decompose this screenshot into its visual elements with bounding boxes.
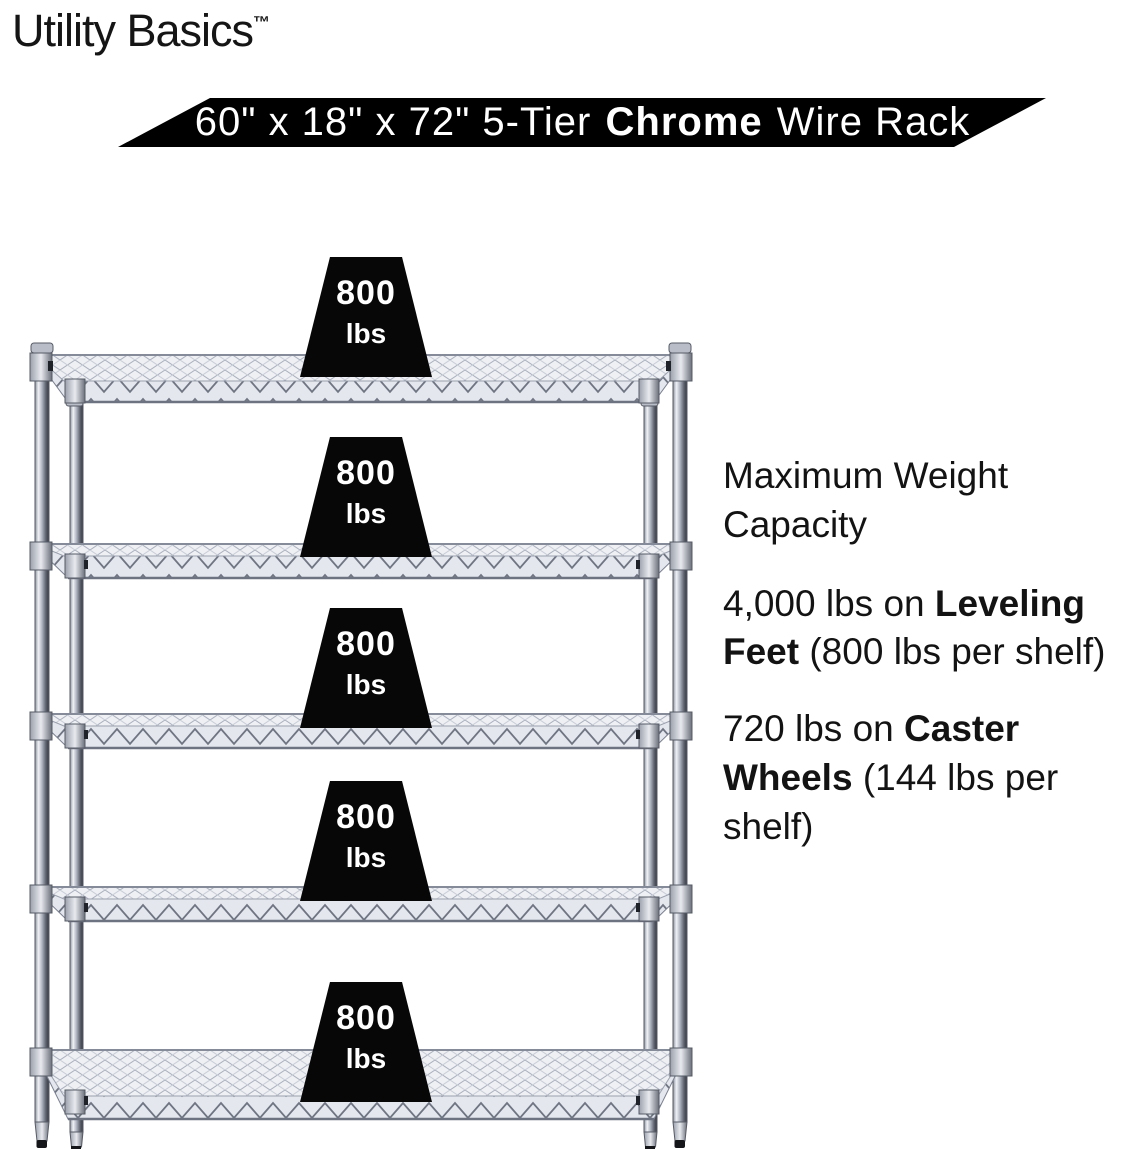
leveling-bold: Leveling Feet [723, 582, 1085, 673]
capacity-info: Maximum Weight Capacity 4,000 lbs on Lev… [723, 452, 1123, 880]
leveling-feet [34, 1121, 688, 1149]
caster-suffix: (144 lbs per shelf) [723, 757, 1059, 847]
banner-text: 60" x 18" x 72" 5-Tier Chrome Wire Rack [195, 100, 970, 145]
weight-unit: lbs [345, 842, 387, 873]
weight-unit: lbs [345, 498, 387, 529]
brand-logo: Utility Basics™ [12, 6, 270, 56]
weight-unit: lbs [345, 1043, 387, 1074]
shelf-4 [33, 886, 689, 923]
leveling-suffix: (800 lbs per shelf) [799, 631, 1106, 673]
capacity-heading: Maximum Weight Capacity [723, 455, 1009, 545]
weight-value: 800 [336, 625, 396, 663]
banner-text-prefix: 60" x 18" x 72" 5-Tier [194, 100, 604, 144]
banner-text-suffix: Wire Rack [764, 100, 971, 144]
weight-value: 800 [336, 999, 396, 1037]
leveling-prefix: 4,000 lbs on [723, 582, 935, 624]
caster-bold: Caster Wheels [723, 708, 1020, 799]
title-banner: 60" x 18" x 72" 5-Tier Chrome Wire Rack [118, 98, 1046, 147]
banner-text-highlight: Chrome [605, 100, 763, 144]
shelf-collars [29, 352, 693, 1115]
leveling-feet-capacity: 4,000 lbs on Leveling Feet (800 lbs per … [723, 580, 1123, 678]
trademark-symbol: ™ [253, 13, 271, 32]
weight-value: 800 [336, 798, 396, 836]
brand-name: Utility Basics [12, 5, 254, 56]
weight-unit: lbs [345, 318, 387, 349]
weight-value: 800 [336, 454, 396, 492]
weight-unit: lbs [345, 669, 387, 700]
weight-value: 800 [336, 274, 396, 312]
caster-wheels-capacity: 720 lbs on Caster Wheels (144 lbs per sh… [723, 705, 1123, 851]
weight-badge-tier-1: 800 lbs [300, 257, 432, 377]
caster-prefix: 720 lbs on [723, 708, 905, 750]
